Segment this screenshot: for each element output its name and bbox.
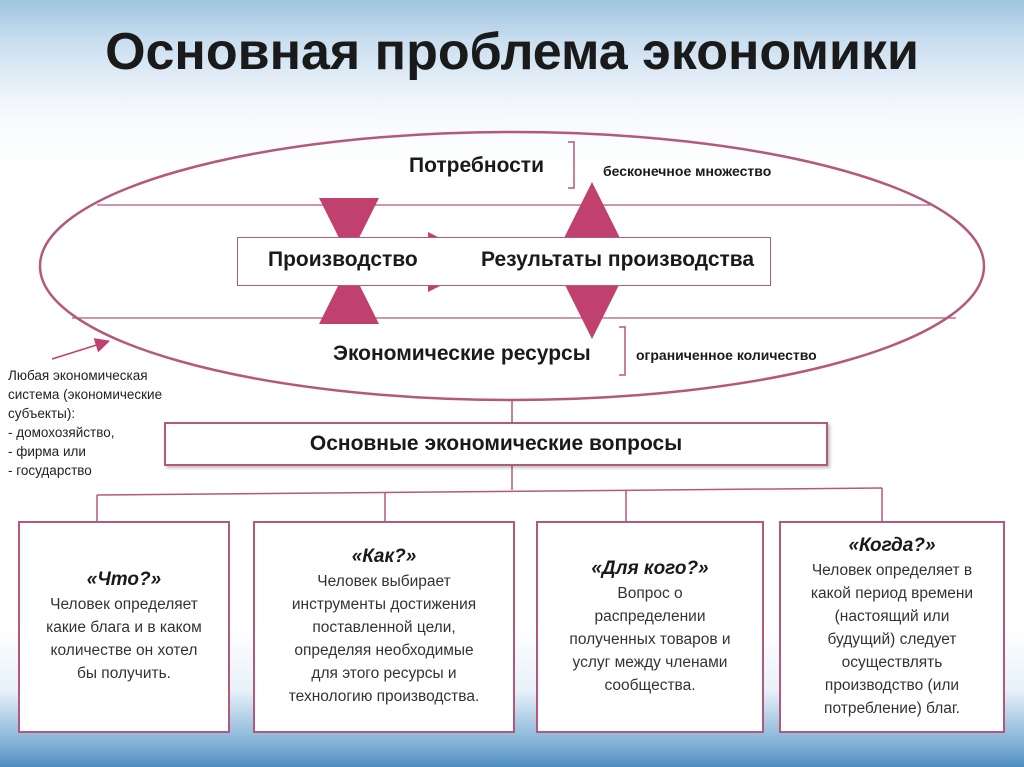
question-heading: «Для кого?»: [591, 557, 709, 579]
side-note-line: - фирма или: [8, 444, 86, 459]
tree-horizontal: [96, 487, 883, 496]
question-box-what: «Что?» Человек определяет какие блага и …: [18, 521, 230, 733]
main-questions-box: Основные экономические вопросы: [164, 422, 828, 466]
side-note: Любая экономическая система (экономическ…: [8, 366, 188, 480]
side-note-line: - государство: [8, 463, 92, 478]
question-line: какие блага и в каком: [46, 619, 202, 636]
question-line: какой период времени: [810, 584, 974, 602]
question-line: технологию производства.: [288, 688, 480, 705]
question-heading: «Что?»: [86, 569, 162, 590]
question-line: полученных товаров и: [569, 630, 731, 648]
question-heading: «Как?»: [351, 546, 417, 567]
question-text: Человек выбирает инструменты достижения …: [289, 570, 480, 708]
question-line: услуг между членами: [572, 653, 728, 671]
question-line: Вопрос о: [617, 584, 683, 602]
question-line: Человек определяет в: [811, 561, 973, 579]
question-line: (настоящий или: [834, 607, 950, 625]
question-box-for-whom: «Для кого?» Вопрос о распределении получ…: [536, 521, 764, 733]
needs-brace: [568, 141, 575, 189]
question-line: сообщества.: [604, 676, 696, 694]
question-text: Человек определяет в какой период времен…: [811, 559, 973, 720]
question-line: инструменты достижения: [291, 596, 477, 613]
question-line: будущий) следует: [827, 630, 957, 648]
side-note-line: система (экономические: [8, 387, 163, 402]
question-line: потребление) благ.: [824, 699, 960, 717]
question-line: осуществлять: [841, 653, 943, 671]
resources-note: ограниченное количество: [636, 347, 817, 363]
needs-note: бесконечное множество: [603, 163, 772, 179]
question-line: поставленной цели,: [312, 619, 456, 636]
question-line: определяя необходимые: [294, 642, 474, 659]
question-text: Вопрос о распределении полученных товаро…: [569, 582, 730, 697]
question-line: производство (или: [824, 676, 960, 694]
question-line: Человек определяет: [50, 596, 198, 613]
page-title: Основная проблема экономики: [105, 23, 919, 81]
resources-label: Экономические ресурсы: [333, 342, 591, 365]
question-line: количестве он хотел: [50, 642, 198, 659]
question-box-how: «Как?» Человек выбирает инструменты дост…: [253, 521, 515, 733]
production-box: [237, 237, 771, 286]
question-text: Человек определяет какие блага и в каком…: [46, 593, 202, 685]
question-heading: «Когда?»: [848, 534, 936, 556]
results-label: Результаты производства: [481, 248, 755, 271]
side-note-line: Любая экономическая: [8, 368, 148, 383]
question-box-when: «Когда?» Человек определяет в какой пери…: [779, 521, 1005, 733]
question-line: распределении: [594, 607, 706, 625]
question-line: для этого ресурсы и: [311, 665, 457, 682]
needs-label: Потребности: [409, 154, 544, 177]
question-line: бы получить.: [76, 665, 171, 682]
side-note-line: субъекты):: [8, 406, 76, 421]
side-note-line: - домохозяйство,: [8, 425, 115, 440]
side-note-arrow: [51, 338, 111, 360]
production-label: Производство: [268, 248, 418, 271]
question-line: Человек выбирает: [317, 573, 451, 590]
resources-brace: [619, 326, 626, 376]
